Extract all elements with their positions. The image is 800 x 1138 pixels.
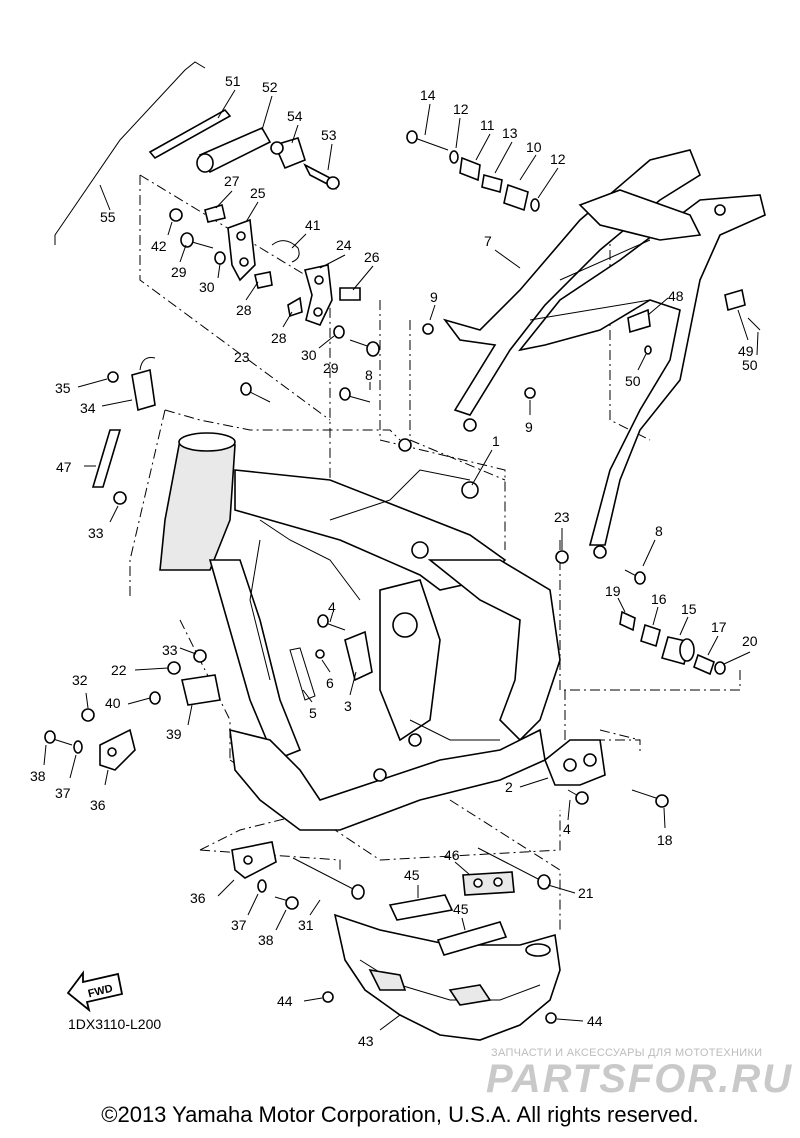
callout-49: 49 <box>738 343 754 359</box>
callout-30-right: 30 <box>301 347 317 363</box>
callout-10: 10 <box>526 139 542 155</box>
callout-29-right: 29 <box>323 360 339 376</box>
callout-1: 1 <box>492 433 500 449</box>
callout-31: 31 <box>298 917 314 933</box>
callout-21: 21 <box>578 885 594 901</box>
callout-7: 7 <box>484 233 492 249</box>
callout-46: 46 <box>444 847 460 863</box>
callout-52: 52 <box>262 79 278 95</box>
callout-8-upper: 8 <box>365 367 373 383</box>
protector-strip <box>91 429 122 488</box>
callout-23-left: 23 <box>234 349 250 365</box>
callout-37-bottom: 37 <box>231 917 247 933</box>
callout-6: 6 <box>326 675 334 691</box>
callout-22: 22 <box>111 662 127 678</box>
callout-48: 48 <box>668 288 684 304</box>
callout-11: 11 <box>480 117 495 133</box>
assembly-dash-lines <box>129 174 741 930</box>
callout-44-left: 44 <box>277 993 293 1009</box>
callout-50-mid: 50 <box>625 373 641 389</box>
callout-42: 42 <box>151 238 167 254</box>
callout-34: 34 <box>80 400 96 416</box>
callout-38-bottom: 38 <box>258 932 274 948</box>
fwd-label: FWD <box>87 983 114 1001</box>
callout-39: 39 <box>166 726 182 742</box>
callout-9-upper: 9 <box>430 289 438 305</box>
callout-23-right: 23 <box>554 509 570 525</box>
callout-33-lower: 33 <box>162 642 178 658</box>
support-rod <box>54 61 206 245</box>
callout-38-left: 38 <box>30 768 46 784</box>
callout-25: 25 <box>250 185 266 201</box>
forward-arrow-icon: FWD <box>66 970 124 1013</box>
callout-43: 43 <box>358 1033 374 1049</box>
drawing-code: 1DX3110-L200 <box>68 1016 161 1032</box>
callout-55: 55 <box>100 209 116 225</box>
callout-41: 41 <box>305 217 321 233</box>
watermark-brand: PARTSFOR.RU <box>486 1057 793 1101</box>
watermark-logo: ЗАПЧАСТИ И АКСЕССУАРЫ ДЛЯ МОТОТЕХНИКИ PA… <box>486 1047 793 1101</box>
callout-47: 47 <box>56 459 72 475</box>
callout-29-left: 29 <box>171 264 187 280</box>
callout-labels: 1 2 3 4 4 5 6 7 8 8 9 9 10 11 12 12 13 1… <box>30 73 758 1049</box>
callout-32: 32 <box>72 672 88 688</box>
callout-53: 53 <box>321 127 337 143</box>
fasteners <box>44 130 761 1024</box>
callout-20: 20 <box>742 633 758 649</box>
copyright-notice: ©2013 Yamaha Motor Corporation, U.S.A. A… <box>101 1102 699 1127</box>
callout-18: 18 <box>657 832 673 848</box>
callout-4-upper: 4 <box>328 599 336 615</box>
callout-28-upper: 28 <box>236 302 252 318</box>
leader-lines <box>43 89 759 1031</box>
callout-26: 26 <box>364 249 380 265</box>
callout-30-left: 30 <box>199 279 215 295</box>
callout-33-upper: 33 <box>88 525 104 541</box>
callout-28-lower: 28 <box>271 330 287 346</box>
callout-19: 19 <box>605 583 621 599</box>
engine-bracket <box>544 739 606 786</box>
callout-3: 3 <box>344 698 352 714</box>
skid-plate <box>333 913 561 1041</box>
callout-37-left: 37 <box>55 785 71 801</box>
callout-35: 35 <box>55 380 71 396</box>
callout-5: 5 <box>309 705 317 721</box>
callout-12-right: 12 <box>550 151 566 167</box>
callout-44-right: 44 <box>587 1013 603 1029</box>
callout-17: 17 <box>711 619 727 635</box>
rear-subframe <box>442 149 766 559</box>
callout-2: 2 <box>505 779 513 795</box>
callout-54: 54 <box>287 108 303 124</box>
callout-45-lower: 45 <box>453 901 469 917</box>
main-frame <box>159 432 561 831</box>
callout-15: 15 <box>681 601 697 617</box>
rubber-pads <box>388 871 515 956</box>
watermark-subtitle: ЗАПЧАСТИ И АКСЕССУАРЫ ДЛЯ МОТОТЕХНИКИ <box>491 1047 762 1059</box>
callout-27: 27 <box>224 173 240 189</box>
callout-40: 40 <box>105 695 121 711</box>
callout-24: 24 <box>336 237 352 253</box>
callout-51: 51 <box>225 73 241 89</box>
callout-50-right: 50 <box>742 357 758 373</box>
hardware-parts <box>99 108 746 879</box>
callout-16: 16 <box>651 591 667 607</box>
callout-36-left: 36 <box>90 797 106 813</box>
callout-13: 13 <box>502 125 518 141</box>
callout-36-bottom: 36 <box>190 890 206 906</box>
callout-8-lower: 8 <box>655 523 663 539</box>
callout-45-upper: 45 <box>404 867 420 883</box>
callout-4-lower: 4 <box>563 821 571 837</box>
callout-12-left: 12 <box>453 101 469 117</box>
callout-9-lower: 9 <box>525 419 533 435</box>
callout-14: 14 <box>420 87 436 103</box>
